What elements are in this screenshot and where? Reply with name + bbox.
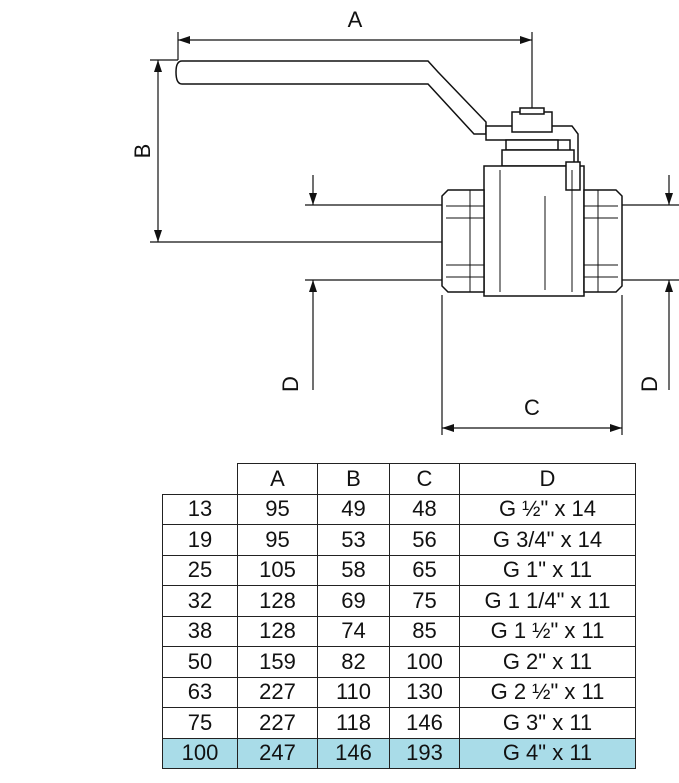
label-d-left: D — [278, 376, 303, 392]
table-cell: 146 — [389, 707, 460, 739]
table-cell: 193 — [389, 737, 460, 769]
table-cell: 75 — [389, 585, 460, 617]
header-a: A — [237, 463, 318, 495]
header-b: B — [317, 463, 390, 495]
table-cell: G 3" x 11 — [459, 707, 636, 739]
table-cell-size: 63 — [162, 676, 238, 708]
table-cell: 146 — [317, 737, 390, 769]
table-cell: 100 — [389, 646, 460, 678]
table-cell: G 2" x 11 — [459, 646, 636, 678]
label-d-right: D — [637, 376, 662, 392]
table-cell: 227 — [237, 676, 318, 708]
label-a: A — [348, 7, 363, 32]
table-cell: 159 — [237, 646, 318, 678]
table-header-row: A B C D — [162, 463, 636, 495]
header-blank — [162, 463, 238, 495]
label-b: B — [130, 144, 155, 159]
table-cell: 247 — [237, 737, 318, 769]
table-cell: 53 — [317, 524, 390, 556]
table-cell: 49 — [317, 493, 390, 525]
table-cell: 118 — [317, 707, 390, 739]
table-cell: 95 — [237, 493, 318, 525]
label-c: C — [524, 395, 540, 420]
table-cell: 65 — [389, 554, 460, 586]
table-cell: 56 — [389, 524, 460, 556]
table-cell-size: 100 — [162, 737, 238, 769]
table-cell: 110 — [317, 676, 390, 708]
table-cell-size: 38 — [162, 615, 238, 647]
header-d: D — [459, 463, 636, 495]
table-cell: 82 — [317, 646, 390, 678]
table-cell-size: 13 — [162, 493, 238, 525]
table-cell-size: 75 — [162, 707, 238, 739]
table-cell: 128 — [237, 585, 318, 617]
table-cell-size: 25 — [162, 554, 238, 586]
table-cell: 128 — [237, 615, 318, 647]
table-cell: G ½" x 14 — [459, 493, 636, 525]
table-cell-size: 19 — [162, 524, 238, 556]
table-cell: 95 — [237, 524, 318, 556]
header-c: C — [389, 463, 460, 495]
table-cell: G 2 ½" x 11 — [459, 676, 636, 708]
table-cell-size: 50 — [162, 646, 238, 678]
table-cell: G 4" x 11 — [459, 737, 636, 769]
table-cell: G 1 ½" x 11 — [459, 615, 636, 647]
table-cell: 130 — [389, 676, 460, 708]
valve-handle — [175, 60, 487, 135]
table-cell: 105 — [237, 554, 318, 586]
table-cell: 74 — [317, 615, 390, 647]
table-cell: 48 — [389, 493, 460, 525]
table-cell: 85 — [389, 615, 460, 647]
table-cell-size: 32 — [162, 585, 238, 617]
table-cell: G 1" x 11 — [459, 554, 636, 586]
table-cell: 69 — [317, 585, 390, 617]
table-cell: G 1 1/4" x 11 — [459, 585, 636, 617]
table-cell: 58 — [317, 554, 390, 586]
table-cell: 227 — [237, 707, 318, 739]
valve-body — [175, 60, 623, 297]
valve-dimension-drawing: A B C D D — [130, 7, 679, 435]
table-cell: G 3/4" x 14 — [459, 524, 636, 556]
